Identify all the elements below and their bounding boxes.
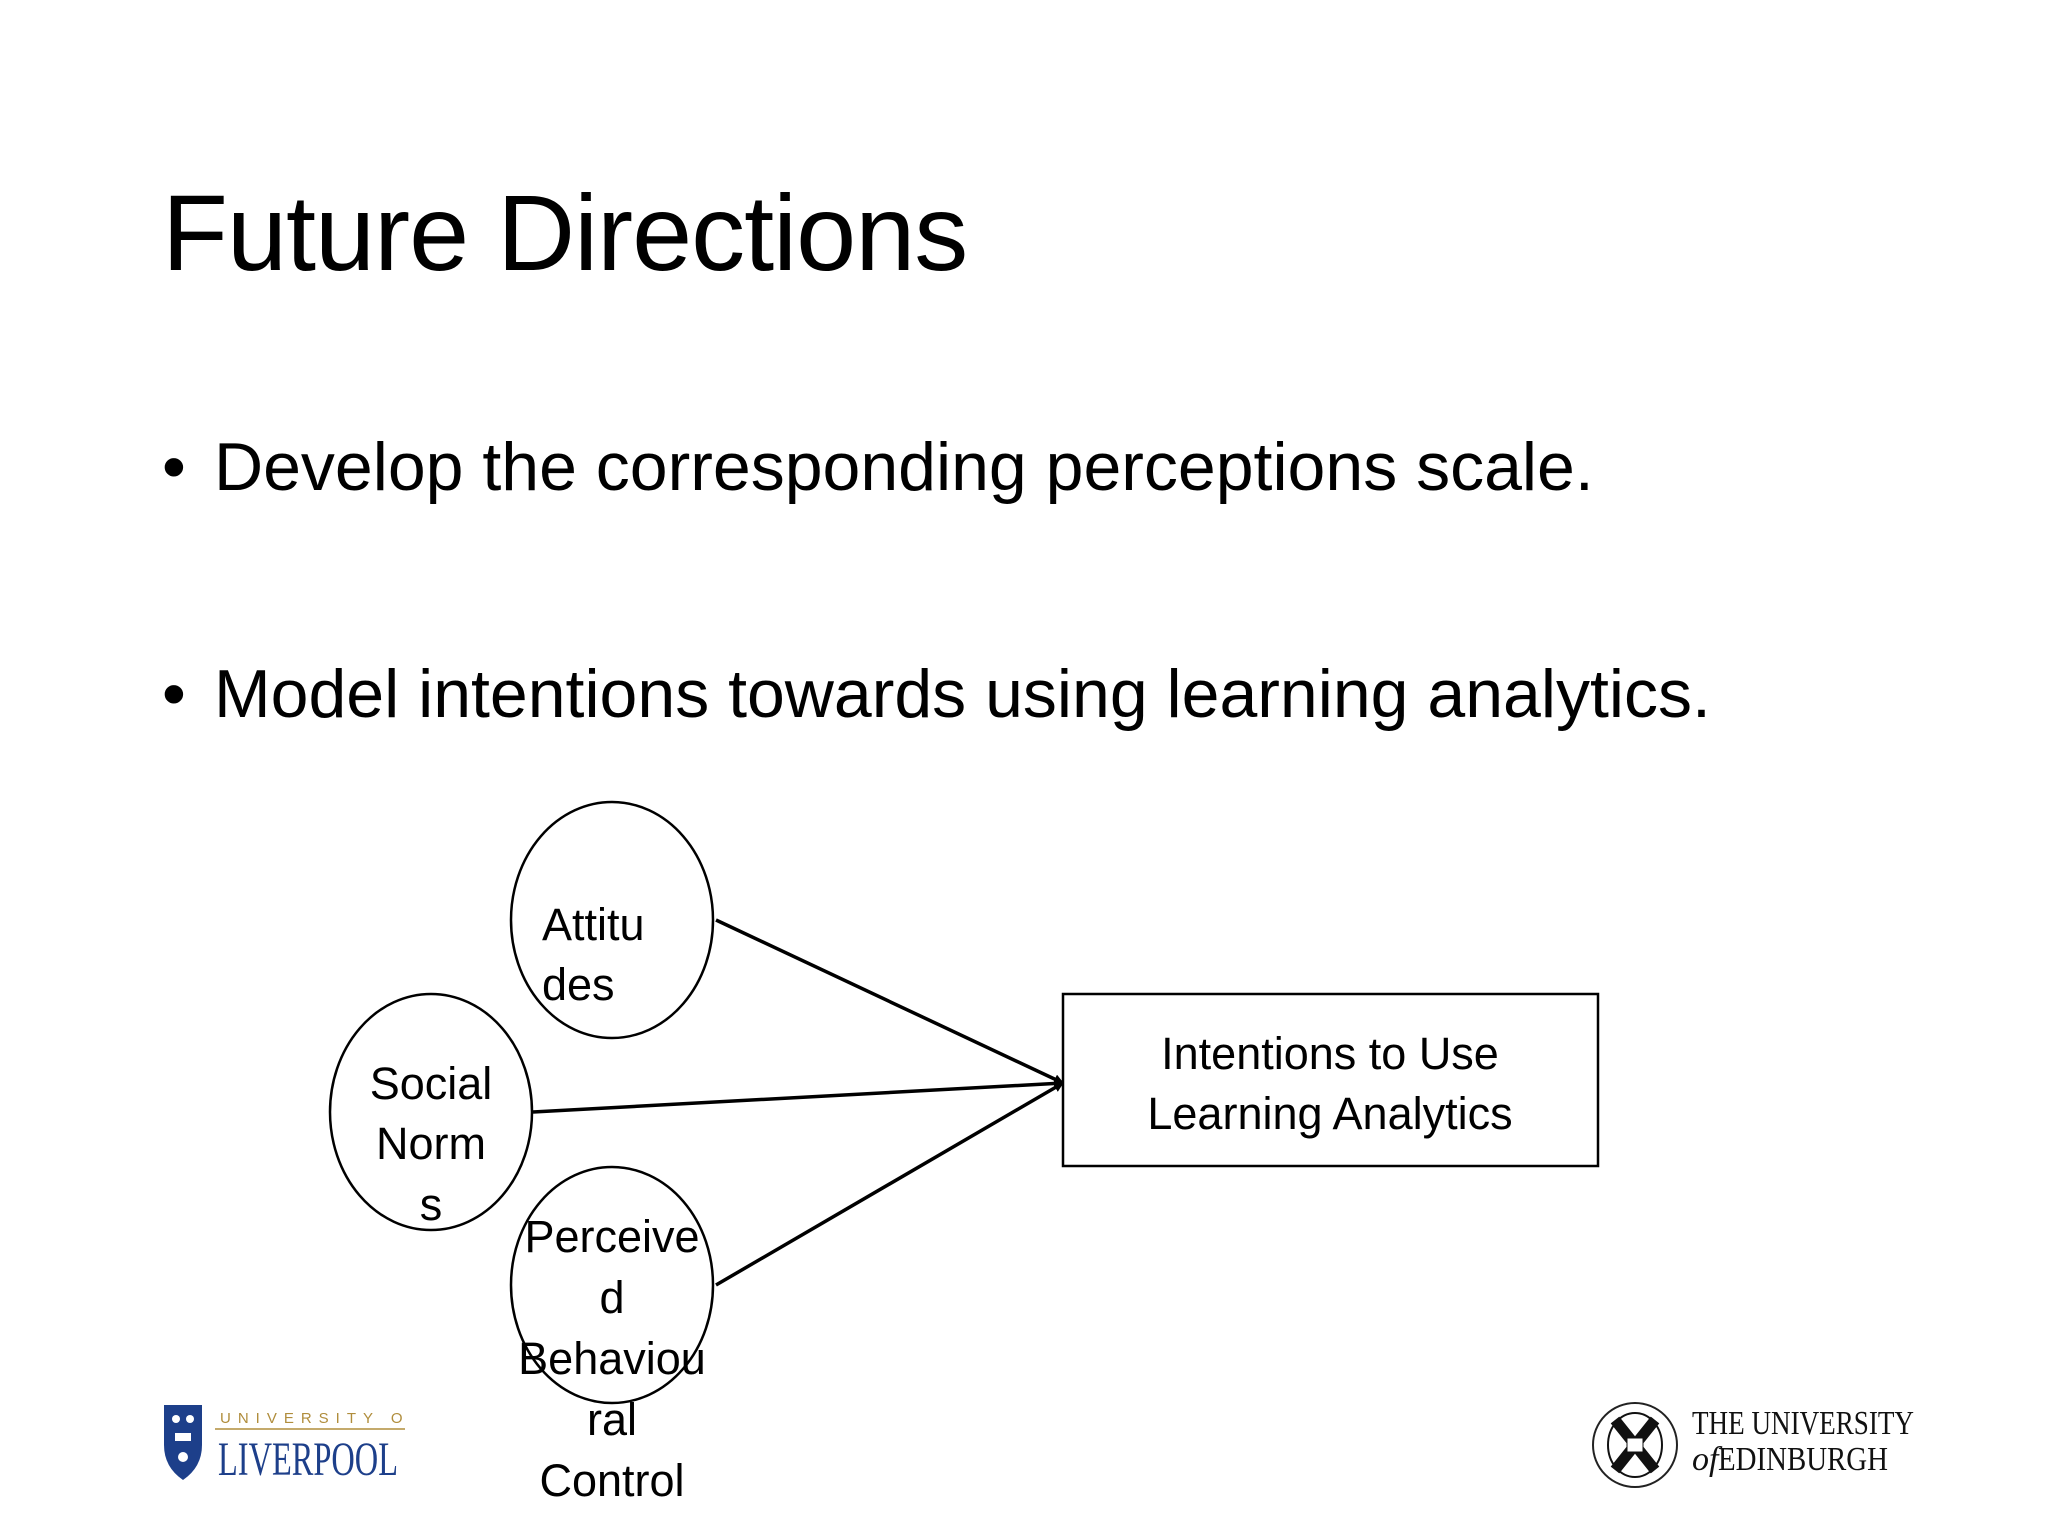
university-of-liverpool-logo: UNIVERSITY OF LIVERPOOL [164, 1405, 410, 1485]
edinburgh-seal-icon [1592, 1402, 1678, 1488]
node-label: Norm [376, 1118, 486, 1169]
bullet-icon: • [162, 656, 186, 732]
node-label: Attitu [542, 899, 645, 950]
university-of-edinburgh-logo: THE UNIVERSITY of EDINBURGH [1592, 1402, 1914, 1488]
slide-title: Future Directions [162, 172, 968, 293]
node-label: Control [539, 1455, 684, 1506]
node-label: Learning Analytics [1147, 1088, 1512, 1139]
bullet-item: • Develop the corresponding perceptions s… [162, 428, 1594, 506]
arrow-pbc-to-intentions [715, 1081, 1064, 1287]
node-attitudes: Attitu des [509, 800, 715, 1040]
node-intentions: Intentions to Use Learning Analytics [1061, 992, 1600, 1168]
svg-text:THE UNIVERSITY: THE UNIVERSITY [1692, 1405, 1914, 1442]
arrow-attitudes-to-intentions [715, 918, 1064, 1085]
bullet-text: Model intentions towards using learning … [214, 656, 1711, 732]
node-label: Perceive [524, 1211, 699, 1262]
node-perceived-behavioural-control: Perceive d Behaviou ral Control [509, 1165, 715, 1506]
node-label: ral [587, 1394, 637, 1445]
svg-text:EDINBURGH: EDINBURGH [1718, 1441, 1888, 1478]
bullet-item: • Model intentions towards using learning… [162, 655, 1711, 733]
liverpool-crest-icon [164, 1405, 202, 1480]
node-label: Social [370, 1058, 493, 1109]
svg-text:LIVERPOOL: LIVERPOOL [218, 1433, 398, 1485]
bullet-text: Develop the corresponding perceptions sc… [214, 429, 1594, 505]
arrow-social-norms-to-intentions [532, 1078, 1064, 1114]
bullet-icon: • [162, 429, 186, 505]
svg-text:of: of [1692, 1441, 1723, 1478]
node-label: s [420, 1179, 443, 1230]
node-label: des [542, 959, 615, 1010]
svg-text:UNIVERSITY OF: UNIVERSITY OF [220, 1410, 410, 1427]
node-label: d [599, 1272, 624, 1323]
node-label: Behaviou [518, 1333, 706, 1384]
node-social-norms: Social Norm s [328, 992, 534, 1232]
node-label: Intentions to Use [1161, 1028, 1499, 1079]
